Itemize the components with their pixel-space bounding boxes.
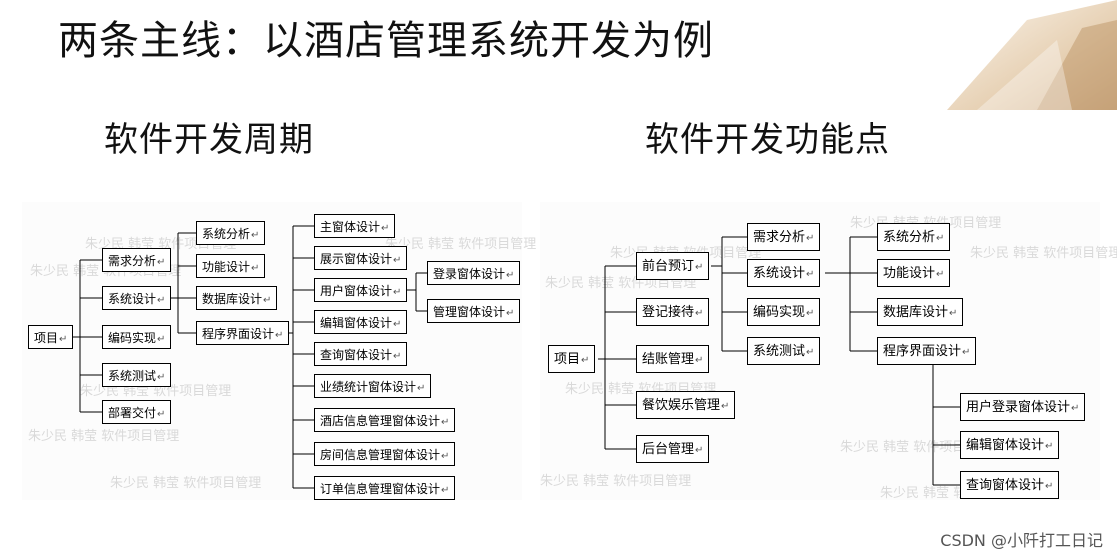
lifecycle-window-node: 展示窗体设计 xyxy=(314,246,408,270)
feature-stage-node: 系统设计 xyxy=(747,259,821,287)
lifecycle-window-node: 订单信息管理窗体设计 xyxy=(314,476,456,500)
lifecycle-design-node: 程序界面设计 xyxy=(196,321,290,345)
feature-root-node: 项目 xyxy=(548,345,596,373)
lifecycle-user-window-node: 管理窗体设计 xyxy=(427,299,521,323)
feature-stage-node: 编码实现 xyxy=(747,298,821,326)
feature-section-title: 软件开发功能点 xyxy=(645,120,890,160)
lifecycle-window-node: 查询窗体设计 xyxy=(314,342,408,366)
watermark: 朱少民 韩莹 软件项目管理 xyxy=(28,429,180,444)
lifecycle-phase-node: 需求分析 xyxy=(102,248,172,272)
feature-module-node: 后台管理 xyxy=(636,435,710,463)
feature-design-node: 功能设计 xyxy=(877,259,951,287)
watermark: 朱少民 韩莹 软件项目管理 xyxy=(840,440,992,455)
feature-module-node: 餐饮娱乐管理 xyxy=(636,391,736,419)
feature-ui-node: 查询窗体设计 xyxy=(960,471,1060,499)
lifecycle-user-window-node: 登录窗体设计 xyxy=(427,261,521,285)
lifecycle-phase-node: 编码实现 xyxy=(102,325,172,349)
lifecycle-phase-node: 系统测试 xyxy=(102,363,172,387)
feature-stage-node: 需求分析 xyxy=(747,223,821,251)
watermark: 朱少民 韩莹 软件项目管理 xyxy=(80,384,232,399)
lifecycle-window-node: 房间信息管理窗体设计 xyxy=(314,442,456,466)
lifecycle-phase-node: 部署交付 xyxy=(102,400,172,424)
watermark: 朱少民 韩莹 软件项目管理 xyxy=(385,237,537,252)
lifecycle-section-title: 软件开发周期 xyxy=(104,120,314,160)
corner-decoration xyxy=(947,0,1117,110)
lifecycle-window-node: 业绩统计窗体设计 xyxy=(314,374,432,398)
lifecycle-phase-node: 系统设计 xyxy=(102,286,172,310)
lifecycle-window-node: 酒店信息管理窗体设计 xyxy=(314,408,456,432)
watermark: 朱少民 韩莹 软件项目管理 xyxy=(970,246,1117,261)
lifecycle-window-node: 编辑窗体设计 xyxy=(314,310,408,334)
lifecycle-root-node: 项目 xyxy=(28,325,74,349)
feature-ui-node: 编辑窗体设计 xyxy=(960,431,1060,459)
feature-design-node: 程序界面设计 xyxy=(877,337,977,365)
lifecycle-design-node: 功能设计 xyxy=(196,254,266,278)
feature-stage-node: 系统测试 xyxy=(747,337,821,365)
feature-module-node: 前台预订 xyxy=(636,252,710,280)
feature-module-node: 结账管理 xyxy=(636,345,710,373)
lifecycle-design-node: 数据库设计 xyxy=(196,286,278,310)
lifecycle-design-node: 系统分析 xyxy=(196,221,266,245)
watermark: 朱少民 韩莹 软件项目管理 xyxy=(110,476,262,491)
watermark: 朱少民 韩莹 软件项目管理 xyxy=(540,474,692,489)
slide-title: 两条主线：以酒店管理系统开发为例 xyxy=(58,18,714,64)
feature-module-node: 登记接待 xyxy=(636,298,710,326)
footer-credit: CSDN @小阡打工日记 xyxy=(940,531,1103,550)
feature-design-node: 数据库设计 xyxy=(877,298,964,326)
lifecycle-window-node: 用户窗体设计 xyxy=(314,278,408,302)
feature-design-node: 系统分析 xyxy=(877,223,951,251)
feature-ui-node: 用户登录窗体设计 xyxy=(960,393,1086,421)
lifecycle-window-node: 主窗体设计 xyxy=(314,214,396,238)
